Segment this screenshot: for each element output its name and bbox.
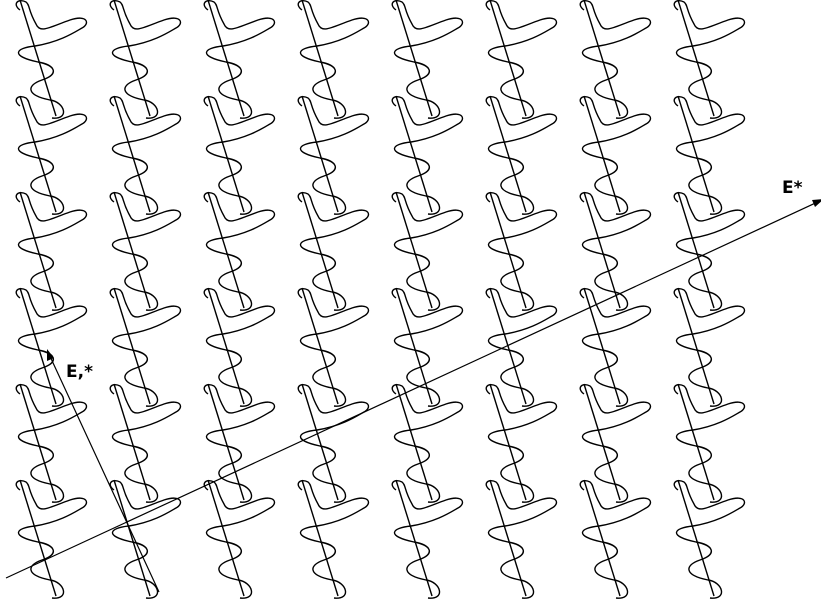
lattice-motif bbox=[392, 192, 462, 310]
lattice-motif bbox=[580, 0, 650, 118]
lattice-motif bbox=[16, 0, 86, 118]
lattice-motif bbox=[204, 384, 274, 502]
lattice-motif bbox=[674, 192, 744, 310]
lattice-motif bbox=[486, 192, 556, 310]
lattice-motif bbox=[298, 288, 368, 406]
lattice-motif bbox=[298, 0, 368, 118]
lattice-motif bbox=[486, 96, 556, 214]
lattice-motif bbox=[204, 0, 274, 118]
lattice-motif bbox=[204, 480, 274, 598]
lattice-motif bbox=[486, 384, 556, 502]
axis-e-prime bbox=[47, 349, 159, 592]
lattice-motif bbox=[674, 288, 744, 406]
lattice-motif bbox=[110, 96, 180, 214]
lattice-motif bbox=[110, 384, 180, 502]
lattice-motif bbox=[486, 0, 556, 118]
lattice-motif bbox=[486, 288, 556, 406]
lattice-motif bbox=[392, 480, 462, 598]
lattice-motif bbox=[298, 192, 368, 310]
lattice-motif bbox=[486, 480, 556, 598]
lattice-motif bbox=[392, 288, 462, 406]
lattice-motif bbox=[580, 288, 650, 406]
lattice-motif bbox=[16, 384, 86, 502]
lattice-motif bbox=[298, 384, 368, 502]
lattice-motif bbox=[110, 0, 180, 118]
lattice-motif bbox=[16, 192, 86, 310]
axis-e-star bbox=[6, 199, 821, 578]
lattice-motif bbox=[204, 96, 274, 214]
lattice-motif bbox=[580, 480, 650, 598]
lattice-motif bbox=[110, 288, 180, 406]
lattice-motif bbox=[674, 96, 744, 214]
lattice-motif bbox=[392, 0, 462, 118]
lattice-motif bbox=[16, 288, 86, 406]
lattice-motif bbox=[110, 480, 180, 598]
lattice-motif bbox=[16, 480, 86, 598]
lattice-motif bbox=[110, 192, 180, 310]
lattice-motif bbox=[298, 480, 368, 598]
lattice-motif bbox=[580, 384, 650, 502]
axis-label-e-star: E* bbox=[782, 178, 803, 198]
lattice-motif bbox=[298, 96, 368, 214]
axis-label-e-prime: E,* bbox=[66, 362, 93, 382]
lattice-motif bbox=[204, 288, 274, 406]
motif-lattice bbox=[16, 0, 744, 598]
lattice-motif bbox=[674, 480, 744, 598]
lattice-motif bbox=[674, 384, 744, 502]
lattice-motif bbox=[674, 0, 744, 118]
lattice-motif bbox=[204, 192, 274, 310]
lattice-motif bbox=[392, 96, 462, 214]
lattice-motif bbox=[16, 96, 86, 214]
lattice-motif bbox=[580, 96, 650, 214]
lattice-motif bbox=[580, 192, 650, 310]
lattice-motif bbox=[392, 384, 462, 502]
